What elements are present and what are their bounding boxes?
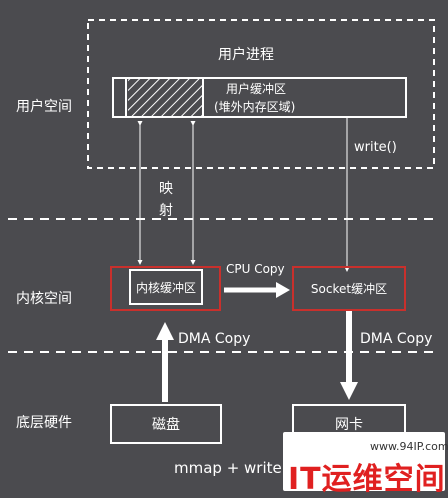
diagram-caption: mmap + write [174, 459, 282, 477]
dma-arrowhead-left [156, 322, 174, 340]
cpu-copy-arrowhead [276, 282, 290, 298]
dma-copy-label-right: DMA Copy [360, 331, 433, 347]
user-buffer-label: 用户缓冲区 [226, 82, 287, 96]
region-label-user-space: 用户空间 [16, 99, 72, 115]
dma-arrowhead-right [340, 382, 358, 400]
watermark-panel [283, 432, 445, 491]
socket-buffer-label: Socket缓冲区 [310, 282, 388, 296]
disk-box: 磁盘 [110, 404, 222, 444]
user-buffer-divider-right [202, 79, 204, 116]
user-buffer-divider-left [125, 79, 127, 116]
disk-label: 磁盘 [152, 417, 180, 433]
user-process-box [87, 19, 435, 169]
user-buffer [112, 77, 407, 118]
network-card-label: 网卡 [335, 417, 363, 433]
region-label-kernel-space: 内核空间 [16, 291, 72, 307]
region-label-hardware: 底层硬件 [16, 415, 72, 431]
user-buffer-hatched [128, 79, 202, 116]
dma-copy-label-left: DMA Copy [178, 331, 251, 347]
watermark-url: www.94IP.com [370, 440, 448, 453]
user-process-title: 用户进程 [218, 47, 274, 63]
kernel-buffer-label: 内核缓冲区 [135, 280, 196, 295]
kernel-buffer-highlight [110, 266, 221, 311]
socket-buffer: Socket缓冲区 [292, 266, 406, 311]
user-buffer-sublabel: (堆外内存区域) [214, 100, 296, 114]
cpu-copy-label: CPU Copy [226, 262, 285, 276]
watermark-logo: IT运维空间 [288, 462, 446, 497]
write-label: write() [354, 140, 397, 155]
kernel-buffer: 内核缓冲区 [129, 269, 203, 305]
mapping-label: 映 射 [159, 181, 173, 219]
